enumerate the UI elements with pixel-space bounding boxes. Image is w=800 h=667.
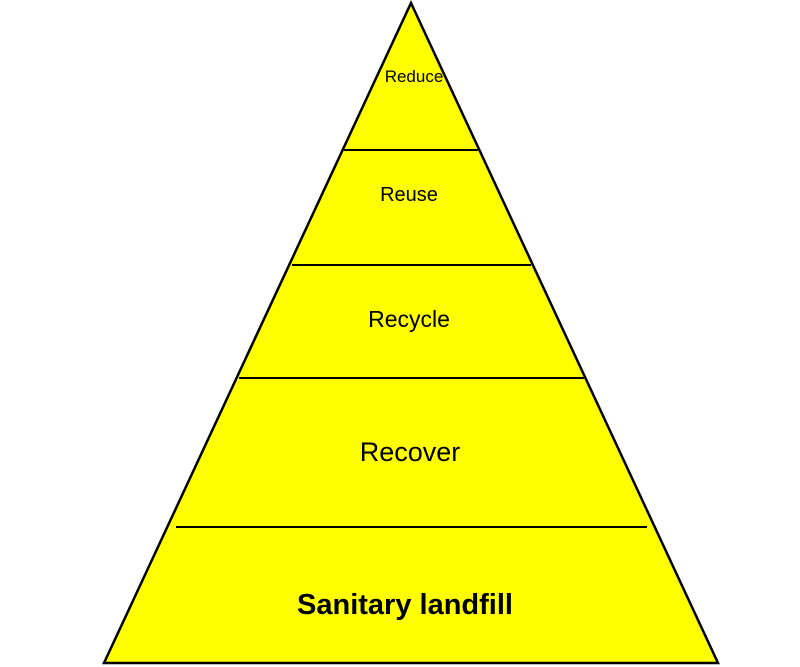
tier-label-reuse: Reuse <box>380 184 438 206</box>
tier-label-recover: Recover <box>360 437 461 467</box>
pyramid-triangle <box>102 0 720 665</box>
tier-label-recycle: Recycle <box>368 306 450 332</box>
tier-label-sanitary-landfill: Sanitary landfill <box>297 589 513 621</box>
tier-label-reduce: Reduce <box>385 67 444 86</box>
